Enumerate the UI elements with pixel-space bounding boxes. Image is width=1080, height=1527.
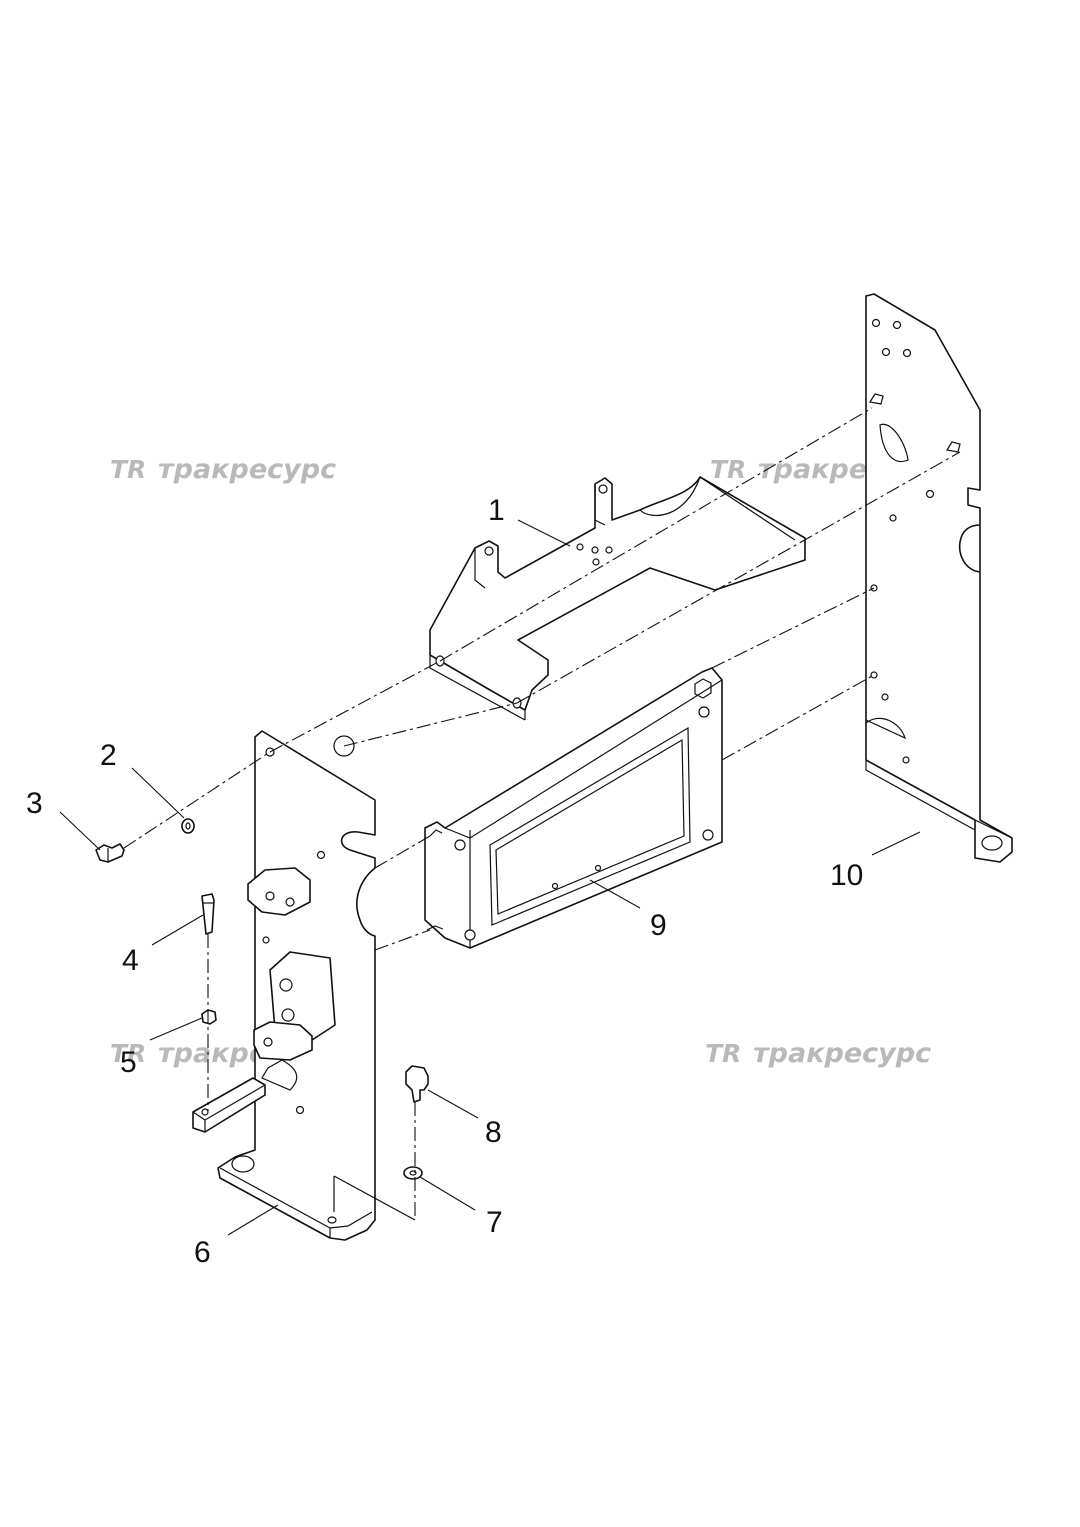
callout-10: 10 bbox=[830, 859, 863, 892]
callout-1: 1 bbox=[488, 494, 505, 527]
watermark-logo: TR bbox=[110, 1039, 146, 1068]
callout-3: 3 bbox=[26, 787, 43, 820]
callout-9: 9 bbox=[650, 909, 667, 942]
part-1-top-bracket bbox=[429, 476, 806, 721]
callouts: 1 2 3 4 5 6 7 8 9 10 bbox=[26, 494, 863, 1269]
watermark-logo: TR bbox=[710, 455, 746, 484]
callout-7: 7 bbox=[486, 1206, 503, 1239]
callout-4: 4 bbox=[122, 944, 139, 977]
part-5-nut bbox=[201, 1009, 217, 1025]
watermark-text: тракресурс bbox=[753, 1038, 931, 1069]
part-6-left-upright bbox=[192, 730, 416, 1241]
part-8-bolt bbox=[405, 1065, 429, 1103]
part-2-washer bbox=[181, 818, 195, 834]
part-7-washer bbox=[403, 1166, 423, 1180]
assembly-lines bbox=[123, 407, 961, 1220]
watermark-logo: TR bbox=[705, 1039, 741, 1068]
watermark-4: TR тракресурс bbox=[705, 1038, 931, 1069]
callout-5: 5 bbox=[120, 1046, 137, 1079]
part-4-long-bolt bbox=[201, 893, 215, 935]
part-10-right-upright bbox=[865, 293, 1013, 863]
callout-8: 8 bbox=[485, 1116, 502, 1149]
watermark-logo: TR bbox=[110, 455, 146, 484]
watermark-1: TR тракресурс bbox=[110, 454, 336, 485]
part-3-bolt bbox=[95, 843, 125, 863]
callout-6: 6 bbox=[194, 1236, 211, 1269]
watermark-text: тракресурс bbox=[158, 454, 336, 485]
callout-2: 2 bbox=[100, 739, 117, 772]
part-9-mount-frame bbox=[424, 667, 723, 949]
leader-lines bbox=[59, 519, 921, 1236]
